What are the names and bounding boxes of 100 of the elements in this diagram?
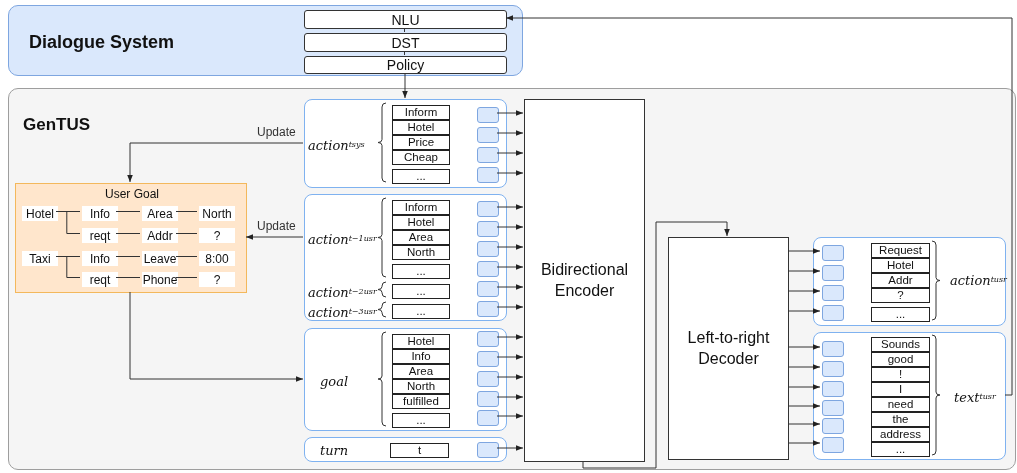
embedding-square	[822, 437, 844, 453]
goal-slot-cell: North	[199, 206, 235, 221]
token-cell: North	[392, 379, 450, 394]
panel-title: GenTUS	[23, 114, 92, 136]
connector-line	[404, 50, 405, 56]
arrow	[582, 221, 730, 469]
arrow	[496, 264, 524, 270]
arrow	[496, 334, 524, 340]
math-label: turn	[320, 441, 350, 460]
embedding-square	[477, 281, 499, 297]
embedding-square	[822, 305, 844, 321]
arrow	[787, 403, 821, 409]
user-goal-box	[15, 183, 247, 293]
module-box: Policy	[304, 56, 507, 74]
arrow	[129, 291, 304, 382]
arrow	[496, 170, 524, 176]
embedding-square	[822, 245, 844, 261]
input-group-box	[304, 194, 507, 321]
goal-slot-cell: Area	[142, 206, 178, 221]
token-cell: Hotel	[392, 215, 450, 230]
embedding-square	[822, 361, 844, 377]
goal-slot-cell: Info	[82, 251, 118, 266]
embedding-square	[477, 410, 499, 426]
token-cell: ...	[871, 442, 930, 457]
token-cell: Addr	[871, 273, 930, 288]
arrow	[787, 440, 821, 446]
connector-line	[115, 233, 141, 234]
framework-panel	[8, 88, 1016, 470]
token-cell: ...	[392, 413, 450, 428]
token-cell: Request	[871, 243, 930, 258]
goal-slot-cell: Phone	[142, 272, 178, 287]
module-box: NLU	[304, 10, 507, 29]
token-cell: the	[871, 412, 930, 427]
edge-label: Update	[254, 124, 299, 140]
token-cell: Inform	[392, 105, 450, 120]
token-cell: Hotel	[871, 258, 930, 273]
token-cell: Area	[392, 364, 450, 379]
arrow	[496, 204, 524, 210]
token-cell: ...	[392, 264, 450, 279]
input-group-box	[304, 328, 507, 431]
arrow	[496, 244, 524, 250]
goal-slot-cell: ?	[199, 228, 235, 243]
token-cell: ...	[392, 304, 450, 319]
arrow	[505, 15, 1013, 396]
connector-line	[175, 233, 198, 234]
token-cell: !	[871, 367, 930, 382]
arrow	[787, 384, 821, 390]
token-cell: ...	[871, 307, 930, 322]
embedding-square	[477, 107, 499, 123]
math-label: goal	[320, 372, 350, 391]
module-box: DST	[304, 33, 507, 52]
arrow	[496, 413, 524, 419]
model-box: Left-to-right Decoder	[668, 237, 789, 460]
token-cell: ...	[392, 169, 450, 184]
embedding-square	[477, 301, 499, 317]
panel-title: Dialogue System	[29, 31, 176, 53]
arrow	[496, 224, 524, 230]
embedding-square	[477, 167, 499, 183]
token-cell: Price	[392, 135, 450, 150]
embedding-square	[477, 391, 499, 407]
model-box: Bidirectional Encoder	[524, 99, 645, 462]
connector-line	[115, 256, 141, 257]
arrow	[496, 150, 524, 156]
token-cell: North	[392, 245, 450, 260]
embedding-square	[822, 400, 844, 416]
embedding-square	[477, 442, 499, 458]
token-cell: ...	[392, 284, 450, 299]
token-cell: need	[871, 397, 930, 412]
token-cell: Area	[392, 230, 450, 245]
goal-slot-cell: ?	[199, 272, 235, 287]
arrow	[787, 421, 821, 427]
goal-slot-cell: Taxi	[22, 251, 58, 266]
connector-line	[115, 277, 141, 278]
arrow	[496, 394, 524, 400]
arrow	[496, 304, 524, 310]
connector-line	[175, 277, 198, 278]
connector-line	[115, 211, 141, 212]
connector-line	[175, 211, 198, 212]
embedding-square	[822, 381, 844, 397]
embedding-square	[477, 127, 499, 143]
goal-slot-cell: Addr	[142, 228, 178, 243]
arrow	[496, 374, 524, 380]
arrow	[127, 142, 304, 183]
connector-line	[404, 27, 405, 33]
token-cell: ?	[871, 288, 930, 303]
embedding-square	[477, 371, 499, 387]
box-title: User Goal	[104, 186, 160, 202]
arrow	[496, 130, 524, 136]
token-cell: address	[871, 427, 930, 442]
token-cell: Info	[392, 349, 450, 364]
arrow	[245, 234, 304, 240]
arrow	[402, 72, 408, 99]
arrow	[496, 445, 524, 451]
token-cell: Inform	[392, 200, 450, 215]
input-group-box	[304, 99, 507, 188]
arrow	[496, 110, 524, 116]
arrow	[787, 364, 821, 370]
embedding-square	[477, 351, 499, 367]
embedding-square	[822, 265, 844, 281]
embedding-square	[822, 341, 844, 357]
